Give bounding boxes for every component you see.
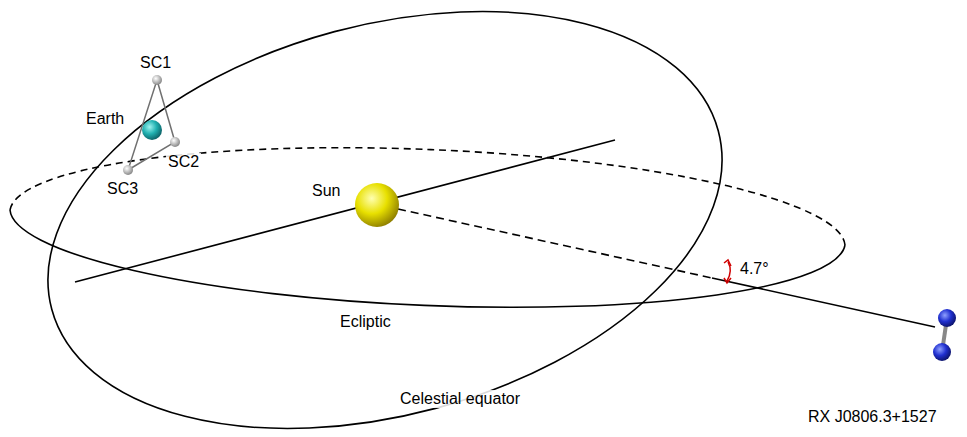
star-label: Sun: [310, 182, 342, 200]
angle-label: 4.7°: [738, 260, 771, 278]
spacecraft: [152, 75, 162, 85]
spacecraft: [123, 165, 133, 175]
planet-label: Earth: [84, 110, 126, 128]
source-direction-dashed: [398, 209, 712, 278]
plane-label: Ecliptic: [338, 313, 393, 331]
source-label: RX J0806.3+1527: [806, 408, 939, 426]
angle-arrowhead: [724, 278, 731, 283]
spacecraft-label: SC3: [105, 180, 140, 198]
sun-sphere: [355, 183, 399, 227]
angle-arrowhead: [724, 260, 731, 266]
celestial-equator-orbit: [1, 0, 768, 437]
earth-sphere: [142, 120, 162, 140]
source-direction: [712, 278, 935, 327]
spacecraft-label: SC1: [138, 54, 173, 72]
spacecraft: [170, 137, 180, 147]
ecliptic-front: [10, 210, 845, 307]
node-line: [75, 140, 615, 282]
spacecraft-label: SC2: [166, 153, 201, 171]
plane-label: Celestial equator: [398, 390, 522, 408]
ecliptic-back: [10, 148, 845, 245]
binary-star: [938, 309, 956, 327]
binary-star: [933, 343, 951, 361]
